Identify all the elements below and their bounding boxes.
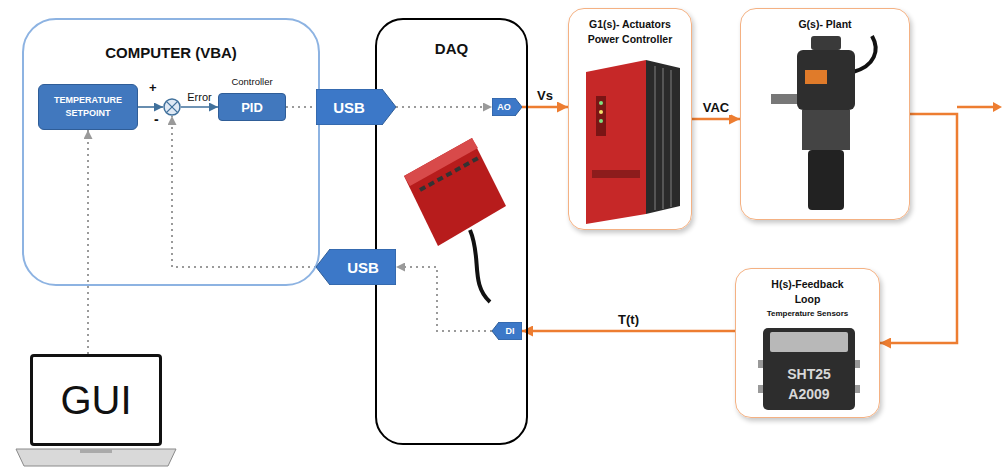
heatsink-fin [662, 68, 664, 209]
computer-panel: COMPUTER (VBA)TEMPERATURE SETPOINT+-Cont… [22, 18, 320, 286]
laptop-keyboard [16, 449, 176, 466]
usb-arrow-shape [316, 89, 396, 125]
controller-led-strip [596, 96, 606, 136]
junction-circle [164, 99, 180, 115]
signal-line [880, 114, 957, 343]
port-name: AO [497, 102, 511, 112]
junction-cross [166, 101, 177, 112]
data-link [396, 267, 492, 331]
summing-junction-outline [163, 98, 181, 116]
data-link [87, 130, 89, 354]
chip-marking: SHT25 [763, 366, 855, 382]
port-name: DI [506, 326, 515, 336]
signal-label: Error [185, 91, 213, 103]
port-tag-shape [492, 322, 522, 340]
box-title: G(s)- Plant [741, 17, 909, 32]
plant-body [797, 50, 855, 110]
block-label: TEMPERATURE SETPOINT [39, 94, 137, 120]
usb-label: USB [333, 99, 365, 116]
signal-label: T(t) [616, 312, 641, 327]
usb-label: USB [347, 259, 379, 276]
chip-pad [855, 360, 860, 368]
daq-cable [470, 230, 490, 302]
port-tag-shape [492, 98, 522, 116]
chip-pad [855, 385, 860, 393]
output-line [957, 106, 995, 109]
signal-line [692, 118, 740, 121]
plant-cable [853, 36, 876, 72]
chip-pad [758, 385, 763, 393]
port-tag: AO [492, 98, 522, 116]
controller-caption: Controller [205, 76, 299, 87]
chip-lid [770, 332, 848, 352]
usb-arrow: USB [316, 89, 396, 125]
controller-led [599, 119, 603, 123]
daq-body [404, 138, 506, 246]
heatsink-fin [670, 70, 672, 207]
chip-body [763, 328, 855, 410]
panel-title: COMPUTER (VBA) [24, 44, 318, 61]
plant-mid [802, 110, 850, 150]
summing-junction: +- [163, 98, 181, 116]
heatsink-fin [654, 66, 656, 210]
sign-label: + [149, 80, 157, 95]
junction-cross [166, 101, 177, 112]
controller-front [586, 60, 646, 224]
power-controller-picture [586, 60, 680, 224]
laptop-base [16, 449, 176, 466]
plant-box: G(s)- Plant [740, 8, 910, 220]
signal-line [181, 106, 218, 108]
box-title: H(s)-Feedback Loop [736, 277, 879, 307]
data-link [172, 116, 316, 267]
output-arrow [957, 102, 1002, 112]
plant-tag [805, 70, 827, 84]
plant-cap [811, 36, 841, 50]
panel-title: DAQ [377, 40, 526, 57]
sensor-chip-picture [758, 328, 860, 410]
signal-line [522, 106, 568, 109]
output-arrowhead [993, 102, 1002, 112]
block-label: PID [241, 100, 263, 115]
data-link [396, 106, 492, 108]
signal-label: Vs [535, 88, 555, 103]
daq-panel: DAQ AO DI [375, 18, 528, 445]
actuator-box: G1(s)- Actuators Power Controller [568, 8, 692, 230]
controller-led [599, 110, 603, 114]
port-tag: DI [492, 322, 522, 340]
laptop-hinge [80, 449, 112, 453]
box-subtitle: Temperature Sensors [736, 309, 879, 318]
pid-block: ControllerPID [218, 93, 286, 121]
chip-pad [758, 360, 763, 368]
setpoint-block: TEMPERATURE SETPOINT [38, 84, 138, 130]
screen-label: GUI [60, 378, 131, 423]
signal-label: VAC [701, 100, 731, 115]
data-link [286, 106, 316, 108]
daq-terminals [420, 157, 480, 190]
plant-bracket [771, 94, 799, 104]
controller-led [599, 101, 603, 105]
usb-arrow-shape [316, 249, 396, 285]
sign-label: - [154, 111, 159, 127]
box-title: G1(s)- Actuators Power Controller [569, 17, 691, 47]
signal-line [522, 330, 735, 333]
controller-badge [592, 170, 640, 178]
plant-picture [771, 36, 876, 210]
chip-marking: A2009 [763, 386, 855, 402]
daq-device-picture [404, 138, 506, 302]
gui-screen: GUI [30, 354, 162, 446]
usb-arrow: USB [316, 249, 396, 285]
plant-lower [808, 150, 844, 210]
controller-heatsink [646, 60, 680, 214]
signal-line [138, 106, 163, 108]
